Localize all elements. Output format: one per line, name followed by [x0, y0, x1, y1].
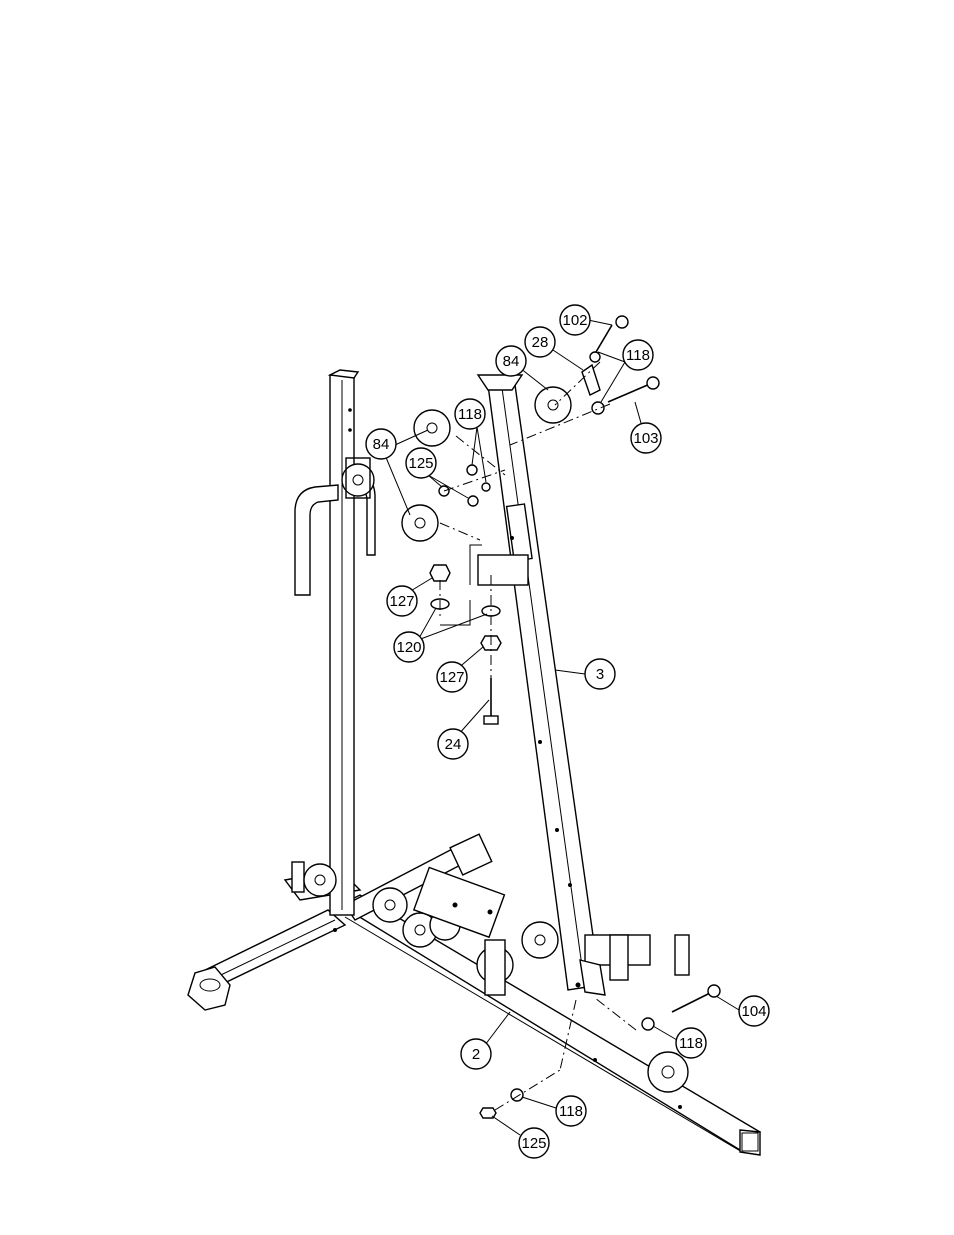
callout-84-left: 84 [365, 428, 397, 460]
svg-text:127: 127 [439, 669, 464, 686]
callout-127-lower: 127 [436, 661, 468, 693]
svg-text:24: 24 [445, 736, 462, 753]
leader-lines [384, 319, 740, 1136]
hardware [401, 315, 721, 1119]
callout-125-bottom: 125 [518, 1127, 550, 1159]
svg-text:118: 118 [626, 347, 650, 364]
svg-text:127: 127 [389, 593, 414, 610]
callout-118-bottom: 118 [555, 1095, 587, 1127]
svg-text:28: 28 [532, 334, 549, 351]
callout-3: 3 [584, 658, 616, 690]
callout-102: 102 [559, 304, 591, 336]
svg-text:118: 118 [679, 1035, 703, 1052]
base-pulleys [303, 863, 689, 1093]
svg-text:125: 125 [521, 1135, 546, 1152]
svg-text:3: 3 [596, 666, 604, 683]
svg-text:118: 118 [559, 1103, 583, 1120]
svg-text:2: 2 [472, 1046, 480, 1063]
callout-24: 24 [437, 728, 469, 760]
left-upright [294, 369, 376, 916]
callout-84-top: 84 [495, 345, 527, 377]
callout-104: 104 [738, 995, 770, 1027]
base-frame [187, 833, 762, 1156]
svg-text:84: 84 [503, 353, 520, 370]
svg-text:102: 102 [562, 312, 587, 329]
callout-125-top: 125 [405, 447, 437, 479]
svg-text:104: 104 [741, 1003, 766, 1020]
callout-28: 28 [524, 326, 556, 358]
callout-120: 120 [393, 631, 425, 663]
callout-118-right: 118 [675, 1027, 707, 1059]
diagonal-upright [476, 374, 690, 996]
callout-127-top: 127 [386, 585, 418, 617]
callout-118-top: 118 [622, 339, 654, 371]
svg-text:118: 118 [458, 406, 482, 423]
svg-text:120: 120 [396, 639, 421, 656]
callouts: 102 28 118 84 118 84 125 103 127 120 127… [365, 304, 770, 1159]
callout-103: 103 [630, 422, 662, 454]
callout-2: 2 [460, 1038, 492, 1070]
svg-text:103: 103 [633, 430, 658, 447]
callout-118-mid: 118 [454, 398, 486, 430]
svg-text:125: 125 [408, 455, 433, 472]
svg-text:84: 84 [373, 436, 390, 453]
center-lines [439, 361, 637, 1111]
